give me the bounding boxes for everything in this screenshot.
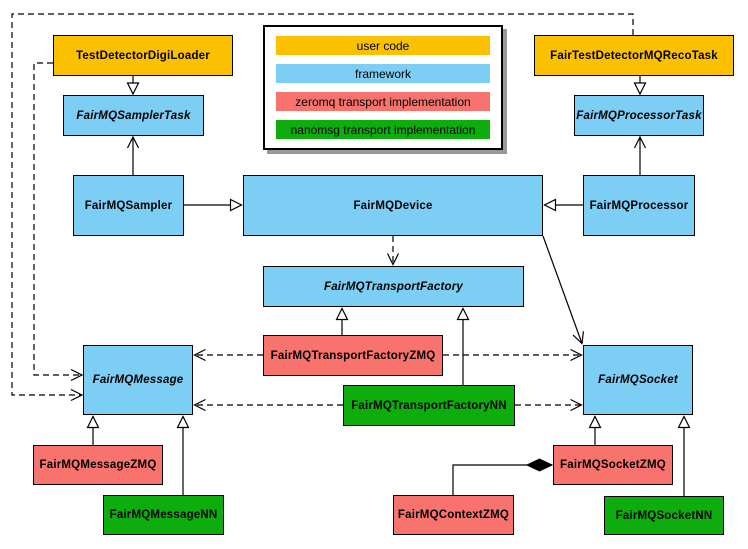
- edge-digiloader-message: [33, 62, 84, 382]
- class-box-fairmqmessagezmq: FairMQMessageZMQ: [33, 445, 163, 485]
- class-box-fairtestdetectormqrecotask: FairTestDetectorMQRecoTask: [534, 35, 734, 76]
- class-box-fairmqsamplertask: FairMQSamplerTask: [63, 95, 204, 136]
- class-box-fairmqsampler: FairMQSampler: [73, 175, 184, 236]
- legend: user code framework zeromq transport imp…: [263, 25, 503, 150]
- edge-contextzmq-socketzmq: [452, 465, 552, 495]
- class-box-fairmqcontextzmq: FairMQContextZMQ: [393, 495, 514, 535]
- class-box-fairmqmessagenn: FairMQMessageNN: [103, 495, 224, 535]
- legend-item-user-code: user code: [276, 36, 490, 55]
- class-box-fairmqdevice: FairMQDevice: [243, 175, 543, 236]
- class-box-fairmqtransportfactory: FairMQTransportFactory: [263, 266, 524, 307]
- class-box-fairmqsocketnn: FairMQSocketNN: [604, 496, 724, 535]
- legend-item-framework: framework: [276, 64, 490, 83]
- class-box-fairmqsocketzmq: FairMQSocketZMQ: [553, 445, 673, 485]
- class-box-fairmqmessage: FairMQMessage: [83, 345, 193, 415]
- legend-item-zeromq: zeromq transport implementation: [276, 92, 490, 111]
- class-box-fairmqprocessortask: FairMQProcessorTask: [574, 95, 704, 136]
- edge-device-socket: [542, 235, 585, 345]
- class-box-testdetectordigiloader: TestDetectorDigiLoader: [53, 35, 233, 76]
- class-box-fairmqprocessor: FairMQProcessor: [583, 175, 695, 236]
- legend-item-nanomsg: nanomsg transport implementation: [276, 120, 490, 139]
- class-box-fairmqtransportfactorynn: FairMQTransportFactoryNN: [343, 385, 515, 426]
- edge-recotask-message: [11, 13, 634, 402]
- class-box-fairmqsocket: FairMQSocket: [583, 345, 693, 415]
- class-box-fairmqtransportfactoryzmq: FairMQTransportFactoryZMQ: [263, 335, 443, 376]
